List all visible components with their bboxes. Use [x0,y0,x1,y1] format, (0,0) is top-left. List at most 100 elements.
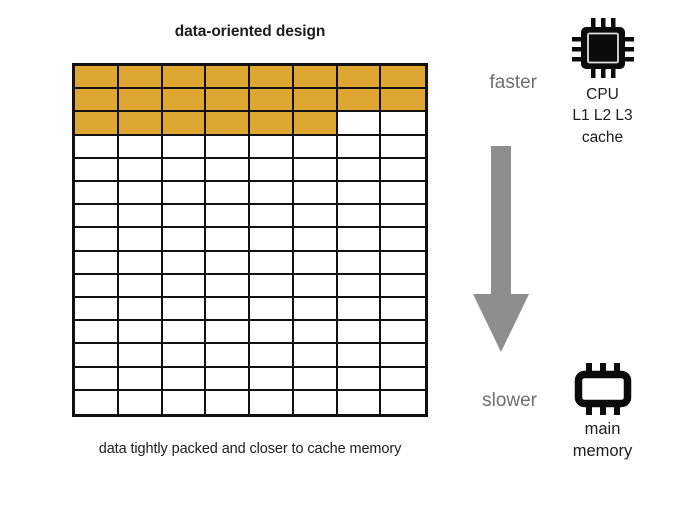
grid-cell-filled [75,112,119,136]
down-arrow-icon [473,146,529,352]
grid-cell-empty [293,205,338,229]
grid-cell-empty [381,228,425,252]
grid-cell-empty [293,182,338,206]
grid-cell-filled [293,66,338,90]
cpu-label-line-3: cache [581,128,624,146]
grid-cell-empty [162,205,207,229]
grid-cell-empty [337,251,382,275]
grid-cell-filled [293,89,338,113]
cpu-label: CPU L1 L2 L3 cache [535,84,670,148]
grid-cell-empty [162,251,207,275]
grid-cell-empty [206,390,250,414]
grid-cell-filled [293,112,338,136]
grid-cell-empty [337,390,382,414]
grid-cell-empty [75,135,119,159]
grid-cell-empty [118,344,163,368]
grid-cell-empty [293,344,338,368]
grid-cell-filled [75,89,119,113]
grid-cell-filled [206,66,250,90]
page-title: data-oriented design [174,23,326,40]
grid-cell-empty [293,251,338,275]
grid-cell-empty [250,158,294,182]
cpu-block: CPU L1 L2 L3 cache [535,18,670,148]
grid-cell-empty [381,321,425,345]
faster-label: faster [489,72,537,93]
grid-cell-empty [75,274,119,298]
grid-cell-empty [206,135,250,159]
grid-cell-empty [337,112,382,136]
grid-cell-filled [118,89,163,113]
grid-cell-empty [75,344,119,368]
grid-cell-empty [75,298,119,322]
grid-cell-empty [293,298,338,322]
grid-cell-empty [250,205,294,229]
grid-cell-empty [293,321,338,345]
grid-cell-empty [250,344,294,368]
grid-cell-empty [75,158,119,182]
grid-cell-filled [162,112,207,136]
memory-label-line-2: memory [572,441,633,460]
grid-cell-empty [162,298,207,322]
grid-cell-empty [337,298,382,322]
grid-cell-empty [118,367,163,391]
grid-cell-empty [293,228,338,252]
grid-cell-empty [337,228,382,252]
grid-cell-empty [381,274,425,298]
grid-cell-filled [206,112,250,136]
grid-cell-empty [337,158,382,182]
grid-cell-empty [118,158,163,182]
grid-cell-empty [381,344,425,368]
grid-cell-empty [337,367,382,391]
grid-cell-empty [118,182,163,206]
grid-cell-empty [75,228,119,252]
grid-cell-empty [206,367,250,391]
grid-cell-empty [162,158,207,182]
grid-cell-empty [381,390,425,414]
grid-cell-empty [162,367,207,391]
slower-label: slower [482,390,537,411]
cpu-label-line-1: CPU [586,86,619,103]
grid-cell-empty [250,182,294,206]
grid-cell-empty [337,135,382,159]
grid-cell-filled [381,89,425,113]
grid-cell-filled [118,112,163,136]
grid-cell-empty [206,228,250,252]
grid-cell-empty [381,367,425,391]
cpu-chip-icon [571,18,634,78]
grid-cell-empty [293,274,338,298]
grid-cell-filled [118,66,163,90]
grid-cell-empty [381,112,425,136]
cpu-label-line-2: L1 L2 L3 [572,107,633,125]
grid-cell-empty [250,321,294,345]
grid-cell-empty [118,390,163,414]
grid-cell-empty [250,298,294,322]
grid-cell-empty [381,298,425,322]
grid-cell-filled [162,89,207,113]
grid-cell-empty [381,135,425,159]
grid-cell-empty [206,344,250,368]
grid-cell-empty [337,321,382,345]
grid-cell-empty [75,390,119,414]
grid-cell-filled [250,89,294,113]
grid-cell-empty [118,251,163,275]
grid-cell-filled [381,66,425,90]
grid-cell-filled [162,66,207,90]
grid-cell-empty [293,367,338,391]
grid-cell-empty [250,251,294,275]
grid-cell-empty [206,321,250,345]
grid-cell-empty [337,344,382,368]
memory-label-line-1: main [584,420,621,438]
grid-cell-empty [381,158,425,182]
grid-cell-empty [381,182,425,206]
memory-block: main memory [535,363,670,463]
grid-cell-empty [162,344,207,368]
grid-cell-empty [162,228,207,252]
grid-cell-empty [162,182,207,206]
grid-caption: data tightly packed and closer to cache … [98,441,402,457]
grid-cell-empty [206,205,250,229]
grid-cell-empty [162,321,207,345]
grid-cell-empty [337,182,382,206]
grid-cell-empty [75,251,119,275]
ram-chip-icon [574,363,631,415]
grid-cell-empty [75,205,119,229]
